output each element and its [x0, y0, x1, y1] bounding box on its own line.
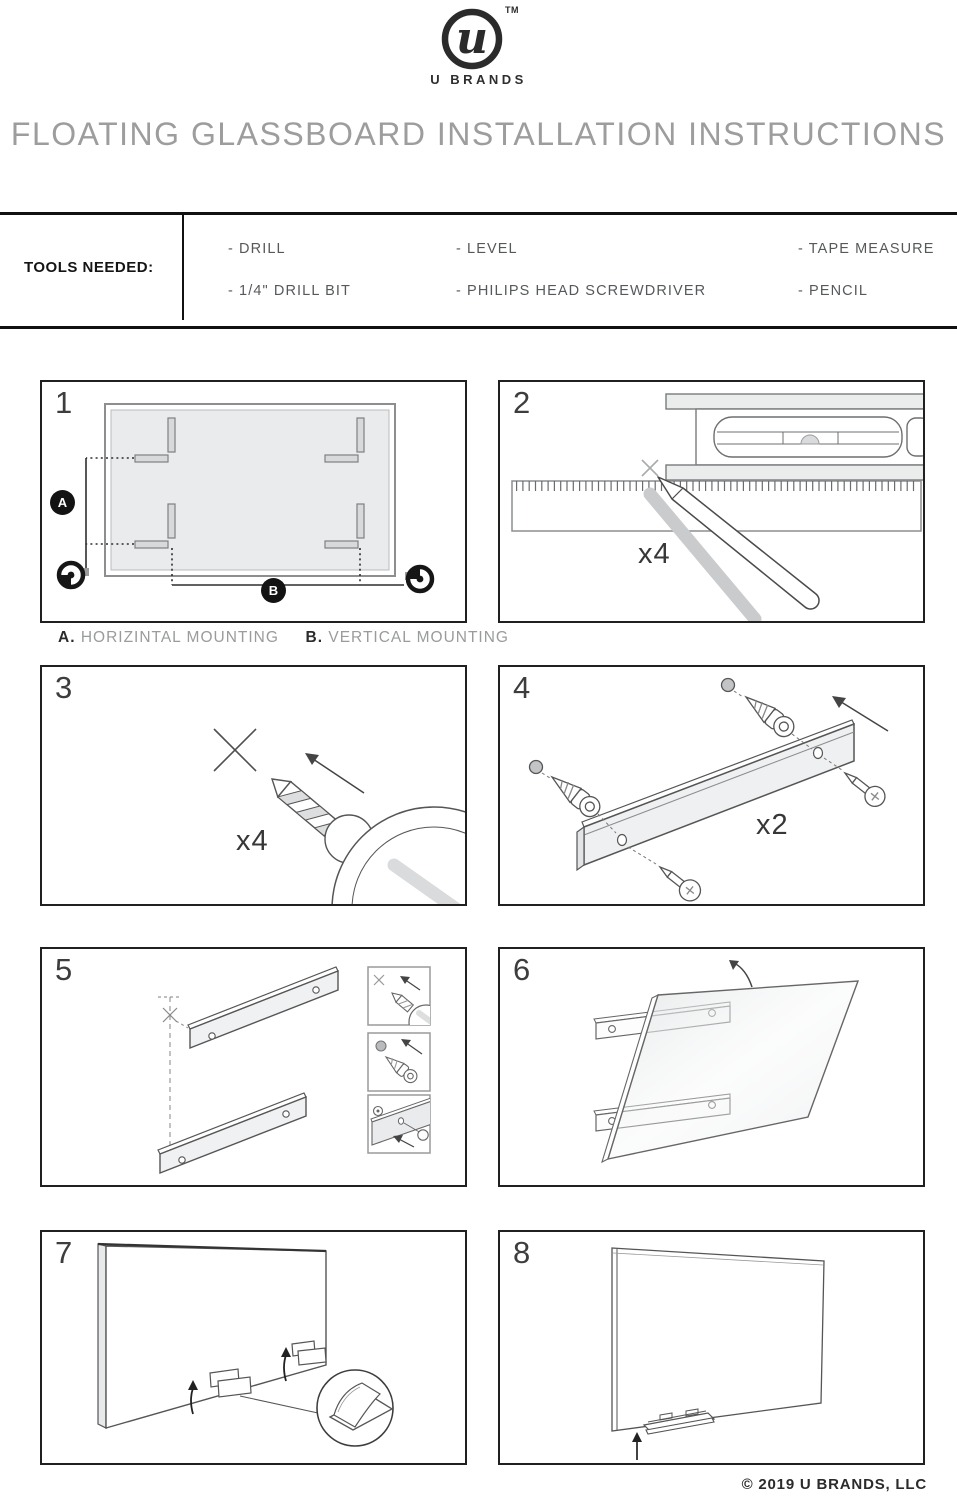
caption-b-text: VERTICAL MOUNTING [328, 629, 509, 646]
step-number: 7 [55, 1235, 73, 1270]
wall-anchor [528, 759, 617, 834]
step-panel-1: 1 A B [40, 380, 467, 623]
tool-item-screwdriver: - PHILIPS HEAD SCREWDRIVER [456, 283, 707, 299]
step-panel-2: 2 x4 [498, 380, 925, 623]
inset-box-drill [367, 966, 431, 1026]
tape-measure-icon [56, 560, 89, 590]
tools-needed-box: TOOLS NEEDED: - DRILL - 1/4" DRILL BIT -… [0, 212, 957, 329]
screw [627, 846, 702, 902]
mounting-caption: A. HORIZINTAL MOUNTING B. VERTICAL MOUNT… [58, 629, 509, 647]
mounting-rail [157, 1092, 307, 1175]
repeat-count: x4 [638, 538, 671, 570]
step-number: 8 [513, 1235, 531, 1270]
step1-diagram [56, 403, 435, 594]
tool-item-tape-measure: - TAPE MEASURE [798, 241, 935, 257]
inset-box-anchor [367, 1032, 431, 1092]
step2-diagram [511, 393, 923, 621]
step5-diagram [157, 966, 431, 1175]
peel-tab [291, 1340, 327, 1366]
film-peel-inset [316, 1369, 394, 1447]
step-number: 6 [513, 952, 531, 987]
tool-item-drill: - DRILL [228, 241, 286, 257]
pencil-mark-x [641, 459, 659, 477]
mounting-rail [576, 719, 855, 872]
step3-diagram [213, 728, 465, 904]
u-brands-logo-icon: u TM [441, 5, 519, 70]
brand-name: U BRANDS [430, 72, 527, 87]
tool-item-level: - LEVEL [456, 241, 518, 257]
trademark-mark: TM [505, 5, 519, 15]
step8-diagram [611, 1247, 825, 1460]
svg-text:u: u [456, 13, 488, 64]
step-panel-3: 3 x4 [40, 665, 467, 906]
step-panel-8: 8 [498, 1230, 925, 1465]
tool-item-pencil: - PENCIL [798, 283, 869, 299]
wall-anchor [720, 677, 813, 750]
step-panel-4: 4 x2 [498, 665, 925, 906]
glassboard [611, 1247, 825, 1432]
step6-diagram [593, 960, 860, 1164]
dimension-b-badge: B [261, 578, 286, 603]
step-number: 2 [513, 385, 531, 420]
step-panel-5: 5 [40, 947, 467, 1187]
copyright-text: © 2019 U BRANDS, LLC [741, 1476, 927, 1493]
ruler [511, 480, 922, 532]
tool-item-drill-bit: - 1/4" DRILL BIT [228, 283, 351, 299]
dimension-a-badge: A [50, 490, 75, 515]
step4-diagram [528, 677, 889, 902]
step-number: 3 [55, 670, 73, 705]
step-number: 1 [55, 385, 73, 420]
glassboard [97, 1242, 327, 1429]
inset-box-screw [367, 1094, 431, 1154]
drill-mark-x [213, 728, 257, 772]
peel-tab [209, 1368, 252, 1398]
mounting-brackets [134, 417, 365, 549]
marker-tray [642, 1408, 716, 1435]
step7-diagram [97, 1242, 394, 1447]
glassboard [601, 980, 860, 1164]
drill [270, 778, 465, 904]
caption-a-label: A. [58, 629, 76, 646]
pull-up-arrow [281, 1347, 291, 1382]
step-panel-7: 7 [40, 1230, 467, 1465]
step-number: 4 [513, 670, 531, 705]
screw [823, 757, 886, 808]
alignment-guides [158, 996, 189, 1149]
tools-divider [182, 215, 184, 320]
caption-b-label: B. [305, 629, 324, 646]
direction-arrow [832, 696, 889, 732]
direction-arrow [305, 753, 365, 794]
caption-a-text: HORIZINTAL MOUNTING [80, 629, 279, 646]
repeat-count: x2 [756, 809, 789, 841]
level-tool [665, 393, 923, 481]
lift-arrow [729, 960, 753, 988]
tools-needed-label: TOOLS NEEDED: [24, 259, 154, 276]
pencil [643, 476, 820, 621]
step-number: 5 [55, 952, 73, 987]
pull-up-arrow [188, 1380, 198, 1415]
mounting-rail [187, 966, 339, 1050]
attach-arrow [632, 1432, 642, 1460]
repeat-count: x4 [236, 825, 269, 857]
page-title: FLOATING GLASSBOARD INSTALLATION INSTRUC… [10, 116, 947, 152]
brand-logo: u TM [391, 2, 566, 72]
tape-measure-icon [405, 564, 435, 594]
step-panel-6: 6 [498, 947, 925, 1187]
